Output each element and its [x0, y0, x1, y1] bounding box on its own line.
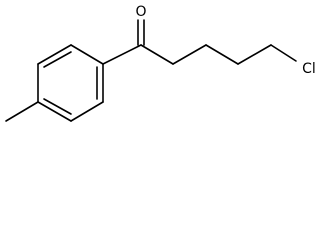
chlorine-bond [270, 44, 297, 62]
ring-double-bond-inner-2 [43, 98, 72, 115]
ring-double-bond-inner-1 [43, 51, 72, 68]
chain-bond-1 [140, 44, 174, 65]
ring-bond-1 [70, 44, 104, 65]
chemical-structure-diagram: O Cl [5, 4, 316, 122]
chain-bond-4 [237, 44, 272, 65]
methyl-bond [5, 101, 39, 122]
chain-bond-2 [172, 44, 207, 65]
ring-bond-2 [37, 44, 72, 65]
chain-bond-3 [205, 44, 239, 65]
ring-bond-5 [70, 101, 104, 122]
chlorine-atom-label: Cl [302, 61, 316, 77]
benzene-ring [37, 44, 104, 122]
oxygen-atom-label: O [135, 4, 146, 20]
ring-bond-4 [37, 101, 72, 122]
aryl-carbonyl-bond [102, 44, 142, 65]
alkyl-chain [140, 44, 297, 65]
carbonyl-double-bond [137, 19, 145, 46]
